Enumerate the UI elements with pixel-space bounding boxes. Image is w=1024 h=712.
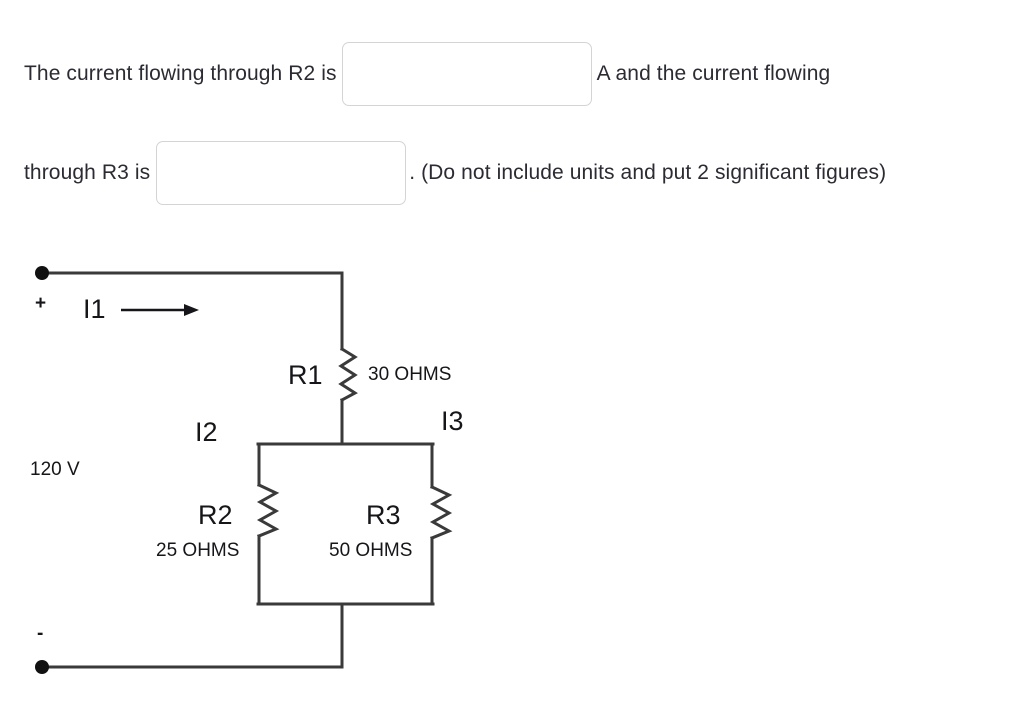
question-line2-prefix-text: through R3 is bbox=[24, 161, 151, 184]
question-line-2: through R3 is . (Do not include units an… bbox=[24, 141, 886, 205]
resistor-r3-value: 50 OHMS bbox=[329, 540, 413, 561]
circuit-schematic-svg bbox=[35, 266, 453, 674]
r2-current-input[interactable] bbox=[341, 42, 592, 106]
current-i1-arrow bbox=[121, 304, 199, 316]
current-i1-label: I1 bbox=[83, 294, 106, 324]
terminal-dot-negative bbox=[35, 660, 49, 674]
resistor-r3-zigzag bbox=[429, 485, 453, 540]
resistor-r2-label: R2 bbox=[198, 500, 233, 530]
question-line2-suffix-text: . (Do not include units and put 2 signif… bbox=[409, 161, 887, 184]
resistor-r1-label: R1 bbox=[288, 360, 323, 390]
r3-current-input[interactable] bbox=[156, 141, 407, 205]
current-i2-label: I2 bbox=[195, 417, 218, 447]
terminal-dot-positive bbox=[35, 266, 49, 280]
question-line-1: The current flowing through R2 is A and … bbox=[24, 42, 830, 106]
positive-terminal-label: + bbox=[35, 293, 47, 314]
resistor-r2-zigzag bbox=[256, 483, 280, 538]
resistor-r3-label: R3 bbox=[366, 500, 401, 530]
circuit-diagram: + I1 R1 30 OHMS I2 I3 120 V R2 25 OHMS R… bbox=[0, 225, 1024, 712]
negative-terminal-label: - bbox=[37, 623, 44, 644]
resistor-r1-value: 30 OHMS bbox=[368, 364, 452, 385]
resistor-r2-value: 25 OHMS bbox=[156, 540, 240, 561]
current-i3-label: I3 bbox=[441, 406, 464, 436]
source-voltage-label: 120 V bbox=[30, 459, 80, 480]
question-block: The current flowing through R2 is A and … bbox=[0, 0, 1024, 225]
resistor-r1-zigzag bbox=[338, 346, 358, 403]
question-line1-suffix-text: A and the current flowing bbox=[596, 62, 831, 85]
question-line1-prefix-text: The current flowing through R2 is bbox=[24, 62, 337, 85]
